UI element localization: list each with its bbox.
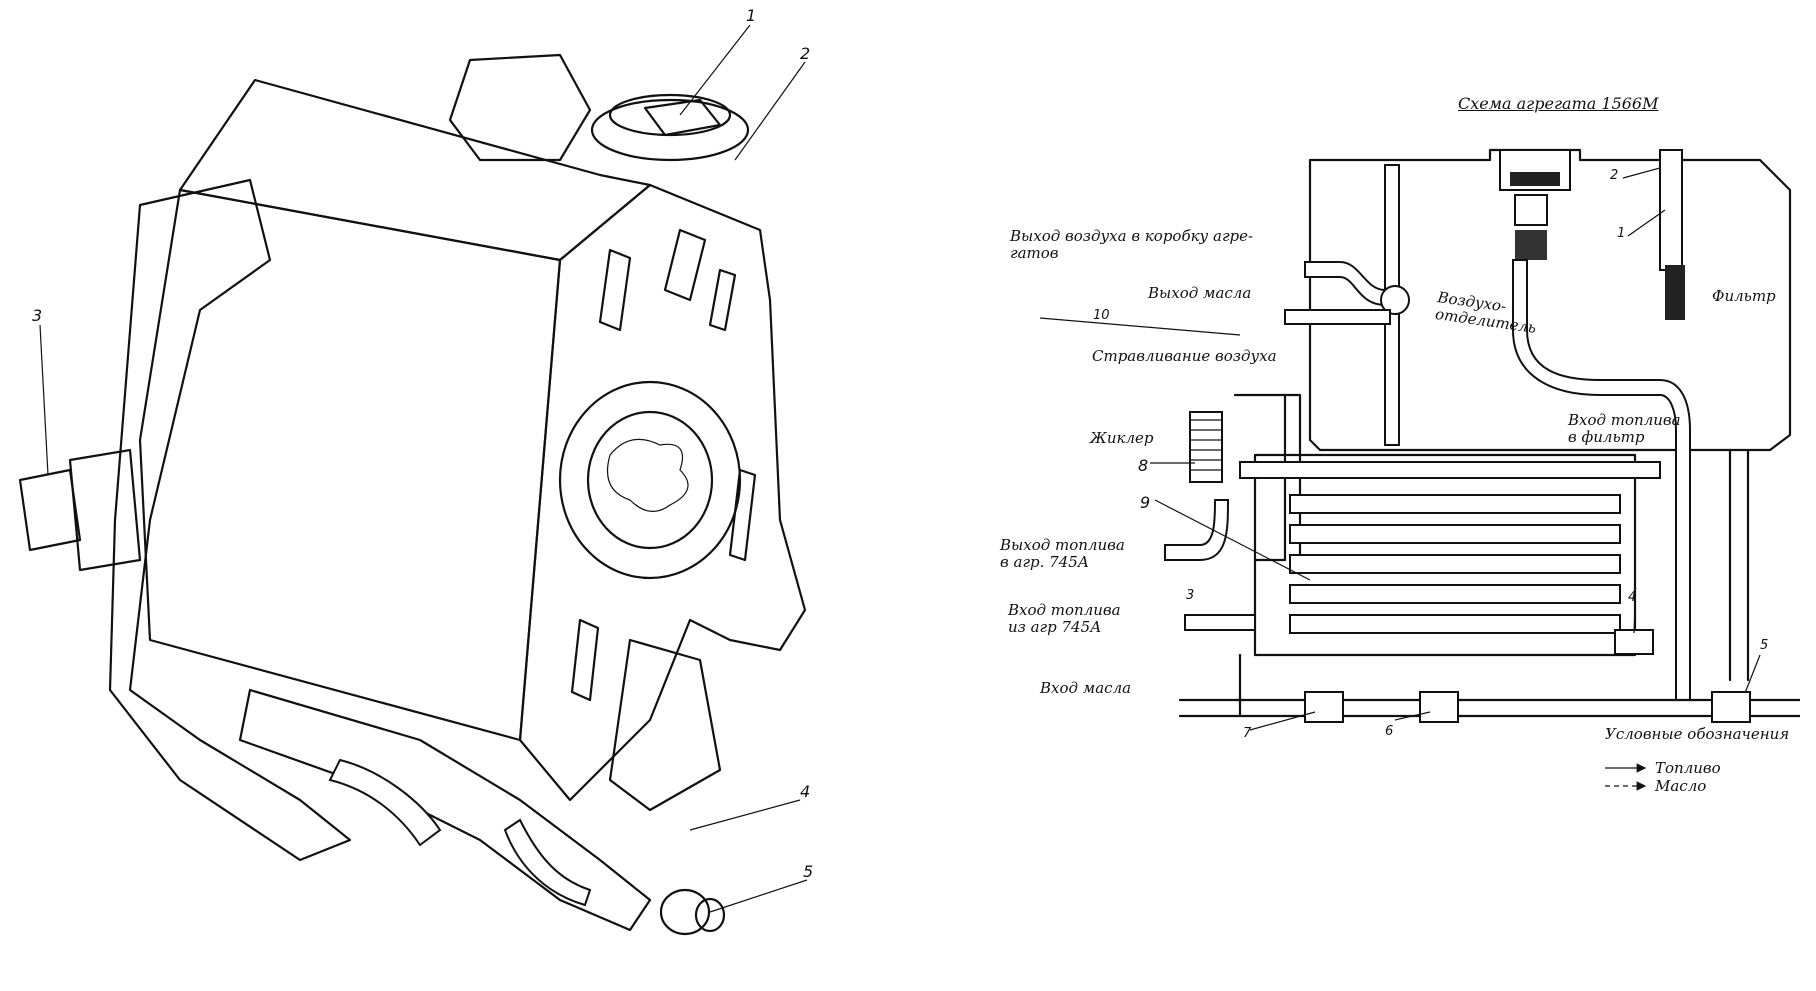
label-air-out-line2: гатов <box>1010 244 1059 262</box>
schematic-callout-4: 4 <box>1628 590 1637 605</box>
schematic-callout-1: 1 <box>1617 226 1626 241</box>
unit-schematic <box>1039 148 1800 791</box>
schematic-callout-2: 2 <box>1610 168 1619 183</box>
schematic-callout-5: 5 <box>1760 638 1769 653</box>
label-oil-in: Вход масла <box>1040 679 1132 697</box>
legend-title: Условные обозначения <box>1605 725 1790 743</box>
label-air-out-line1: Выход воздуха в коробку агре- <box>1010 227 1254 245</box>
label-fuel-out-line1: Выход топлива <box>1000 536 1125 554</box>
label-fuel-in: Вход топлива из агр 745А <box>1008 602 1121 636</box>
legend-fuel-label: Топливо <box>1655 759 1721 777</box>
label-jet: Жиклер <box>1090 429 1154 447</box>
callout-1: 1 <box>746 6 757 25</box>
callout-4: 4 <box>800 782 811 801</box>
label-fuel-out: Выход топлива в агр. 745А <box>1000 537 1125 571</box>
label-fuel-in-line2: из агр 745А <box>1008 618 1102 636</box>
callout-2: 2 <box>800 44 811 63</box>
callout-5: 5 <box>803 862 814 881</box>
schematic-callout-9: 9 <box>1140 493 1151 512</box>
label-fuel-in-filter: Вход топлива в фильтр <box>1568 412 1681 446</box>
schematic-callout-8: 8 <box>1138 456 1149 475</box>
label-air-out: Выход воздуха в коробку агре- гатов <box>1010 228 1253 262</box>
schematic-title: Схема агрегата 1566М <box>1458 94 1659 113</box>
label-air-bleed: Стравливание воздуха <box>1092 347 1277 365</box>
schematic-callout-6: 6 <box>1385 724 1394 739</box>
label-fuel-in-line1: Вход топлива <box>1008 601 1121 619</box>
schematic-callout-3: 3 <box>1186 588 1195 603</box>
legend-oil-label: Масло <box>1655 777 1707 795</box>
label-fuel-in-filter-line2: в фильтр <box>1568 428 1645 446</box>
schematic-callout-7: 7 <box>1243 726 1252 741</box>
label-oil-out: Выход масла <box>1148 284 1252 302</box>
label-filter: Фильтр <box>1712 287 1776 305</box>
callout-3: 3 <box>32 306 43 325</box>
label-fuel-in-filter-line1: Вход топлива <box>1568 411 1681 429</box>
schematic-callout-10: 10 <box>1093 308 1110 323</box>
label-fuel-out-line2: в агр. 745А <box>1000 553 1090 571</box>
unit-illustration <box>18 24 808 936</box>
